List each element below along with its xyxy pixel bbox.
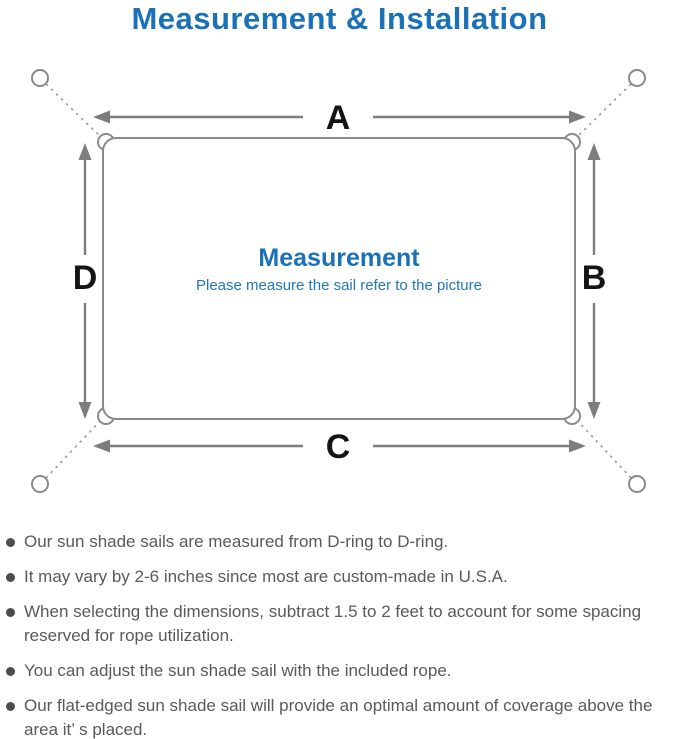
dimension-label-d: D	[72, 259, 98, 297]
note-text: You can adjust the sun shade sail with t…	[24, 661, 452, 680]
note-item: Our sun shade sails are measured from D-…	[4, 530, 668, 554]
bullet-icon	[6, 702, 15, 711]
sail-outline	[102, 137, 576, 420]
arrow-b-top-head	[587, 143, 601, 160]
dimension-label-b: B	[581, 259, 607, 297]
note-item: It may vary by 2-6 inches since most are…	[4, 565, 668, 589]
note-text: It may vary by 2-6 inches since most are…	[24, 567, 508, 586]
arrow-a-left-head	[93, 110, 110, 124]
anchor-point-top-left	[31, 69, 49, 87]
anchor-point-bottom-right	[628, 475, 646, 493]
bullet-icon	[6, 573, 15, 582]
bullet-icon	[6, 538, 15, 547]
note-text: Our sun shade sails are measured from D-…	[24, 532, 449, 551]
note-item: You can adjust the sun shade sail with t…	[4, 659, 668, 683]
bullet-icon	[6, 667, 15, 676]
anchor-point-bottom-left	[31, 475, 49, 493]
dimension-label-a: A	[325, 99, 351, 137]
arrow-d-bottom-head	[78, 402, 92, 419]
diagram-heading: Measurement	[258, 244, 420, 272]
bullet-icon	[6, 608, 15, 617]
rope-bottom-right	[574, 417, 632, 479]
arrow-c-right-head	[569, 439, 586, 453]
note-text: When selecting the dimensions, subtract …	[24, 602, 642, 645]
notes-list: Our sun shade sails are measured from D-…	[4, 530, 668, 739]
rope-top-right	[574, 83, 632, 140]
anchor-points	[31, 69, 646, 493]
rope-dashed-lines	[45, 83, 632, 479]
arrow-b-bottom-head	[587, 402, 601, 419]
arrow-c-left-head	[93, 439, 110, 453]
diagram-subheading: Please measure the sail refer to the pic…	[196, 277, 482, 294]
arrow-a-right-head	[569, 110, 586, 124]
rope-bottom-left	[45, 417, 104, 479]
note-item: When selecting the dimensions, subtract …	[4, 600, 668, 648]
page-title: Measurement & Installation	[131, 1, 548, 36]
note-item: Our flat-edged sun shade sail will provi…	[4, 694, 668, 739]
rope-top-left	[45, 83, 104, 140]
sail-measurement-diagram	[31, 69, 646, 493]
dimension-label-c: C	[325, 428, 351, 466]
anchor-point-top-right	[628, 69, 646, 87]
dimension-arrows	[78, 110, 601, 453]
arrow-d-top-head	[78, 143, 92, 160]
note-text: Our flat-edged sun shade sail will provi…	[24, 696, 653, 739]
